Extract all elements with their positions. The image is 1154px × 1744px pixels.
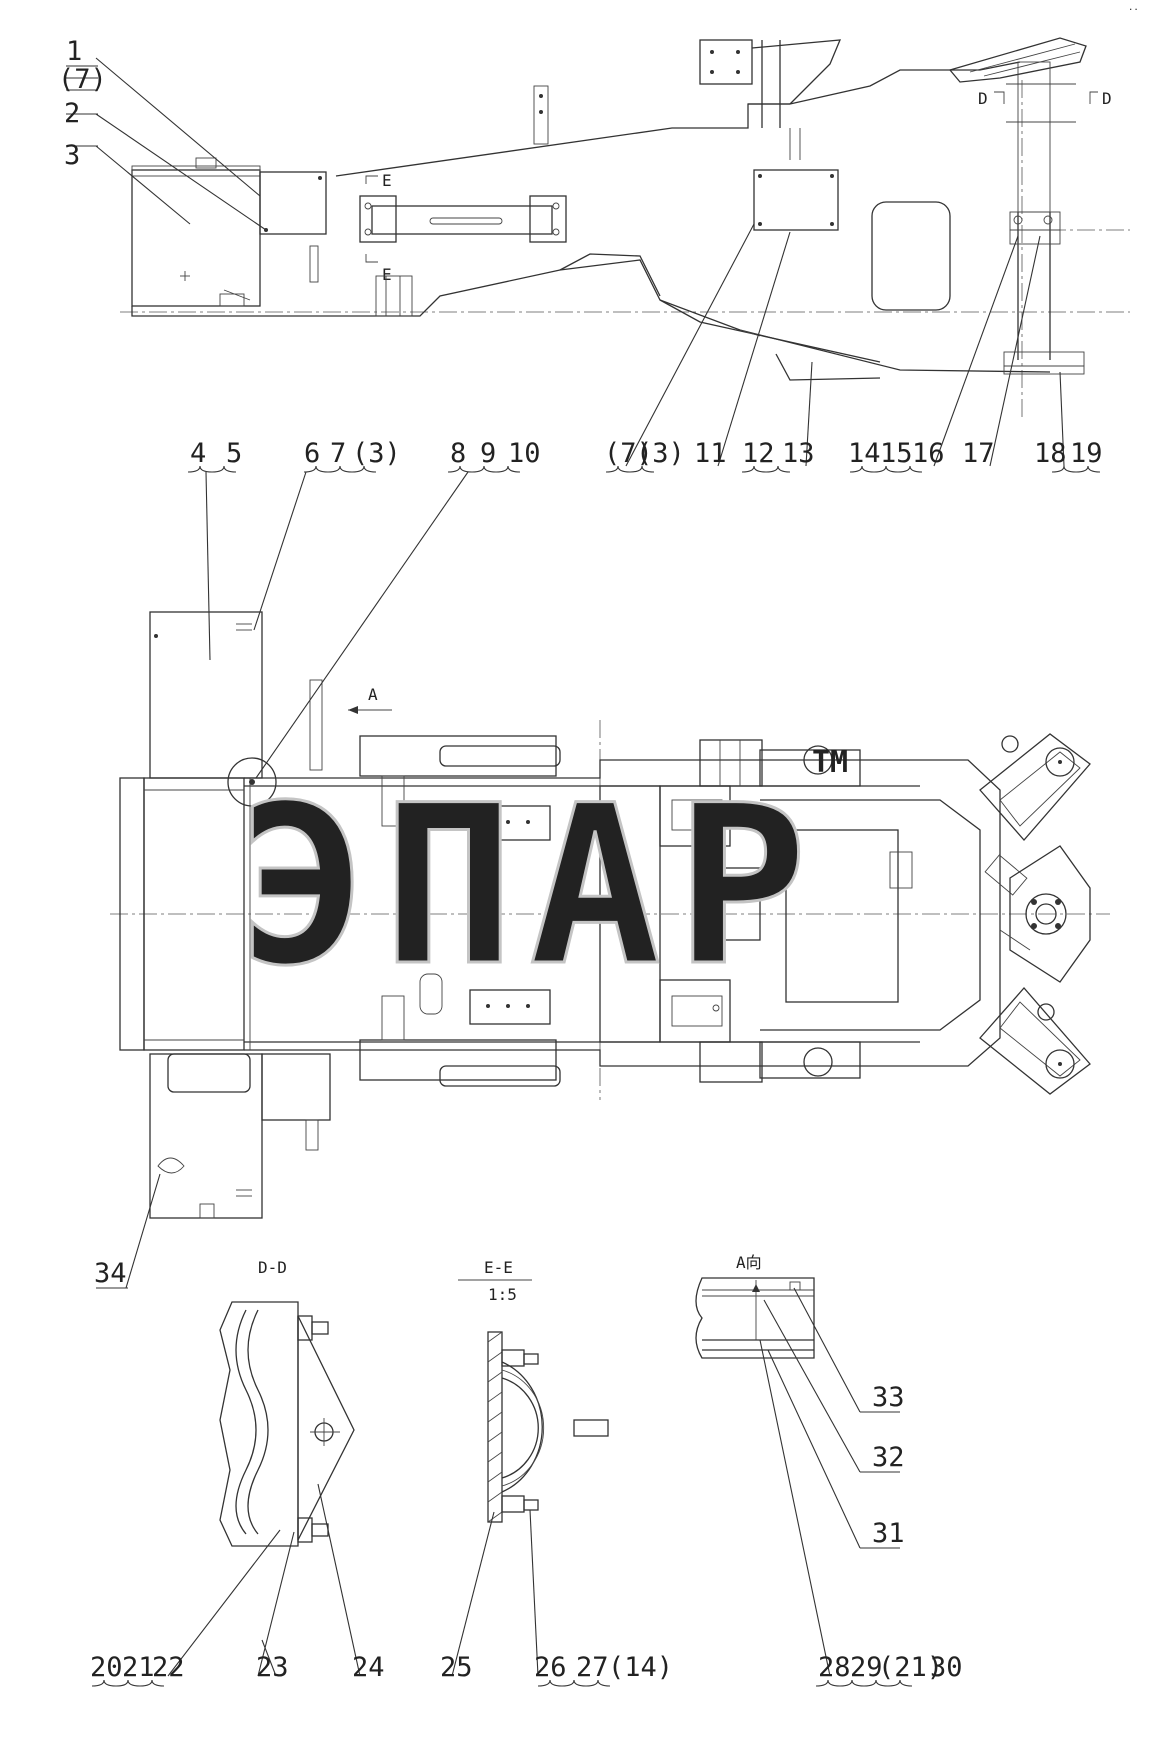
callout-7-ref-b: (7) <box>604 438 653 469</box>
section-mark-e-bottom: E <box>382 265 392 284</box>
callout-14: 14 <box>848 438 881 469</box>
watermark: ЭПАР TM <box>235 745 849 1016</box>
callout-9: 9 <box>480 438 496 469</box>
callout-21: 21 <box>122 1652 155 1683</box>
callout-25: 25 <box>440 1652 473 1683</box>
callout-10: 10 <box>508 438 541 469</box>
section-mark-d-right: D <box>1102 89 1112 108</box>
corner-mark: .. <box>1128 3 1139 13</box>
callout-31: 31 <box>872 1518 905 1549</box>
callout-34: 34 <box>94 1258 127 1289</box>
callout-28: 28 <box>818 1652 851 1683</box>
plan-view: A <box>110 611 1110 1219</box>
callout-5: 5 <box>226 438 242 469</box>
watermark-text: ЭПАР <box>236 758 822 1014</box>
callout-21-ref: (21) <box>878 1652 943 1683</box>
view-title-a: A向 <box>736 1253 762 1272</box>
section-dd: D-D <box>219 1258 355 1547</box>
callout-24: 24 <box>352 1652 385 1683</box>
view-a: A向 <box>695 1253 815 1359</box>
leader-lines <box>66 57 1101 1687</box>
callout-14-ref: (14) <box>608 1652 673 1683</box>
fuel-tank-side <box>131 169 261 307</box>
callout-7-ref-top: (7) <box>58 64 107 95</box>
callout-26: 26 <box>534 1652 567 1683</box>
callout-18: 18 <box>1034 438 1067 469</box>
view-title-ee-scale: 1:5 <box>488 1285 517 1304</box>
section-mark-e-top: E <box>382 171 392 190</box>
callout-6: 6 <box>304 438 320 469</box>
view-title-dd: D-D <box>258 1258 287 1277</box>
callout-22: 22 <box>152 1652 185 1683</box>
section-ee: E-E 1:5 <box>458 1258 609 1523</box>
frame-window <box>871 201 951 311</box>
callout-29: 29 <box>850 1652 883 1683</box>
mounting-plate-upper <box>259 171 327 235</box>
callout-15: 15 <box>880 438 913 469</box>
callout-23: 23 <box>256 1652 289 1683</box>
callout-8: 8 <box>450 438 466 469</box>
callout-20: 20 <box>90 1652 123 1683</box>
callout-19: 19 <box>1070 438 1103 469</box>
callout-30: 30 <box>930 1652 963 1683</box>
callout-3: 3 <box>64 140 80 171</box>
callout-3-ref-a: (3) <box>352 438 401 469</box>
callout-1: 1 <box>66 36 82 67</box>
view-title-ee: E-E <box>484 1258 513 1277</box>
callout-7: 7 <box>330 438 346 469</box>
callout-13: 13 <box>782 438 815 469</box>
callout-numbers: 1 (7) 2 3 4 5 6 7 (3) 8 9 10 (7) (3) 11 … <box>58 36 1103 1683</box>
callout-17: 17 <box>962 438 995 469</box>
callout-12: 12 <box>742 438 775 469</box>
callout-27: 27 <box>576 1652 609 1683</box>
callout-11: 11 <box>694 438 727 469</box>
callout-33: 33 <box>872 1382 905 1413</box>
fuel-tank-plan-lower <box>149 1053 263 1219</box>
view-mark-a: A <box>368 685 378 704</box>
mid-plate-side <box>753 169 839 231</box>
watermark-tm: TM <box>812 745 848 780</box>
side-view: D D E E <box>120 37 1130 420</box>
section-mark-d-left: D <box>978 89 988 108</box>
callout-3-ref-b: (3) <box>636 438 685 469</box>
callout-16: 16 <box>912 438 945 469</box>
callout-32: 32 <box>872 1442 905 1473</box>
fuel-tank-plan-upper <box>149 611 263 779</box>
callout-2: 2 <box>64 98 80 129</box>
callout-4: 4 <box>190 438 206 469</box>
